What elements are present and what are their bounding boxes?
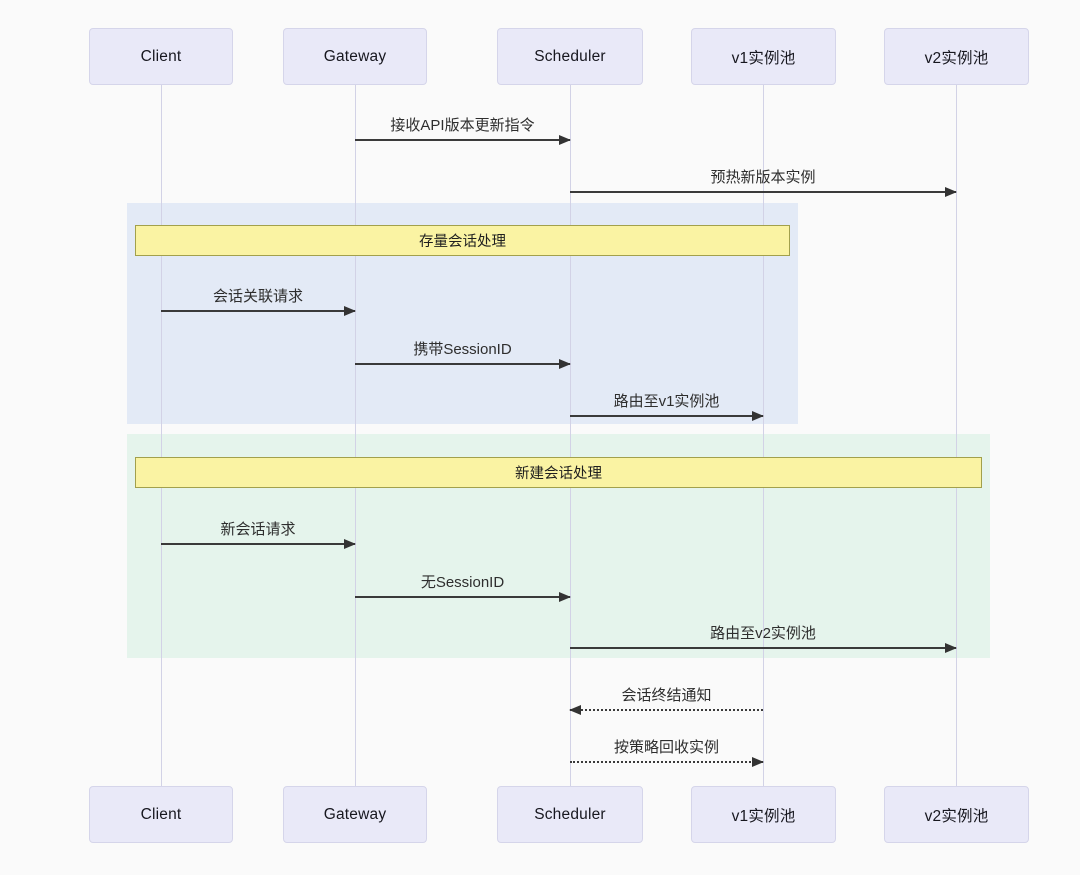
message-label: 路由至v2实例池: [710, 625, 816, 642]
participant-scheduler-top: Scheduler: [497, 28, 643, 85]
message-line: [161, 543, 355, 545]
message-line: [355, 363, 570, 365]
lifeline-gateway: [355, 85, 356, 786]
message-line: [355, 139, 570, 141]
message-label: 路由至v1实例池: [613, 393, 720, 410]
participant-v1-pool-top: v1实例池: [691, 28, 836, 85]
message-session-terminate-notify: 会话终结通知: [569, 681, 763, 719]
group-new-session-label: 新建会话处理: [135, 457, 982, 488]
message-label: 会话关联请求: [212, 288, 303, 305]
participant-v2-pool-bottom: v2实例池: [884, 786, 1029, 843]
arrowhead-icon: [344, 306, 356, 316]
arrowhead-icon: [752, 411, 764, 421]
message-line: [570, 415, 763, 417]
message-with-sessionid: 携带SessionID: [355, 335, 571, 373]
message-line: [570, 191, 956, 193]
message-line: [355, 596, 570, 598]
participant-client-bottom: Client: [89, 786, 233, 843]
group-existing-session-label: 存量会话处理: [135, 225, 790, 256]
message-session-associate: 会话关联请求: [161, 282, 356, 320]
message-label: 预热新版本实例: [710, 169, 816, 186]
lifeline-scheduler: [570, 85, 571, 786]
lifeline-v1-pool: [763, 85, 764, 786]
message-line: [161, 310, 355, 312]
message-label: 会话终结通知: [621, 687, 712, 704]
participant-gateway-top: Gateway: [283, 28, 427, 85]
message-no-sessionid: 无SessionID: [355, 568, 571, 606]
participant-v1-pool-bottom: v1实例池: [691, 786, 836, 843]
message-label: 接收API版本更新指令: [390, 117, 535, 134]
arrowhead-icon: [752, 757, 764, 767]
arrowhead-icon: [559, 135, 571, 145]
arrowhead-icon: [559, 359, 571, 369]
message-label: 按策略回收实例: [613, 739, 719, 756]
arrowhead-icon: [945, 643, 957, 653]
lifeline-v2-pool: [956, 85, 957, 786]
lifeline-client: [161, 85, 162, 786]
message-line: [570, 709, 763, 711]
message-api-update: 接收API版本更新指令: [355, 111, 571, 149]
arrowhead-icon: [559, 592, 571, 602]
message-new-session-request: 新会话请求: [161, 515, 356, 553]
message-label: 无SessionID: [420, 574, 505, 591]
message-label: 新会话请求: [220, 521, 296, 538]
message-route-v1: 路由至v1实例池: [570, 387, 764, 425]
arrowhead-icon: [945, 187, 957, 197]
message-recycle-instances: 按策略回收实例: [570, 733, 764, 771]
participant-gateway-bottom: Gateway: [283, 786, 427, 843]
message-label: 携带SessionID: [413, 341, 512, 358]
arrowhead-icon: [344, 539, 356, 549]
participant-scheduler-bottom: Scheduler: [497, 786, 643, 843]
participant-client-top: Client: [89, 28, 233, 85]
message-line: [570, 647, 956, 649]
message-route-v2: 路由至v2实例池: [570, 619, 957, 657]
message-prewarm: 预热新版本实例: [570, 163, 957, 201]
participant-v2-pool-top: v2实例池: [884, 28, 1029, 85]
message-line: [570, 761, 763, 763]
arrowhead-icon: [569, 705, 581, 715]
